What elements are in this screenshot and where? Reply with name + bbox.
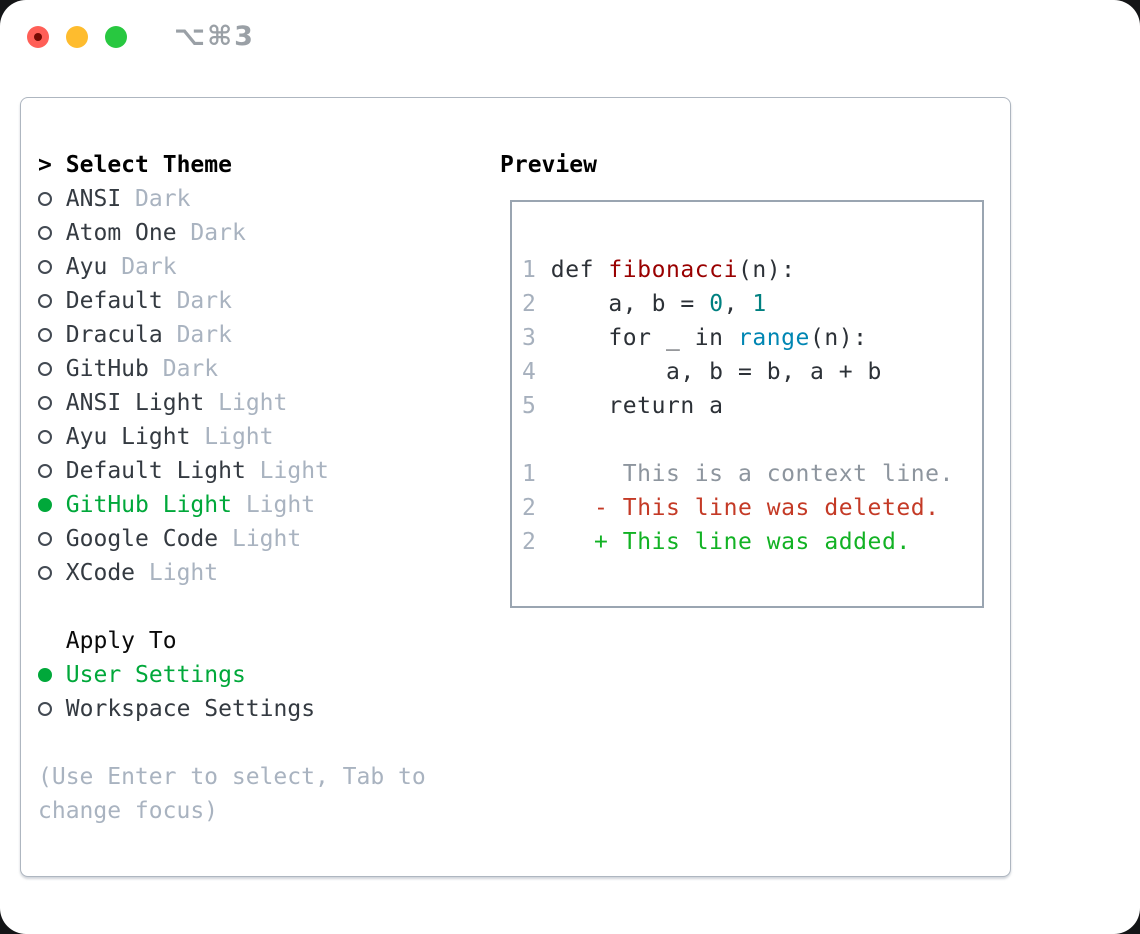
radio-icon (38, 328, 52, 342)
list-item[interactable]: Ayu Dark (38, 250, 426, 284)
code-line (522, 423, 982, 457)
item-label: Workspace Settings (65, 696, 316, 722)
code-line: 2 - This line was deleted. (522, 495, 940, 521)
preview-header: Preview (500, 152, 597, 178)
radio-icon (38, 702, 52, 716)
list-item[interactable]: ANSI Dark (38, 182, 426, 216)
keyboard-hint: (Use Enter to select, Tab to change focu… (38, 760, 426, 828)
radio-selected-icon (38, 668, 52, 682)
list-item[interactable]: XCode Light (38, 556, 426, 590)
radio-icon (38, 566, 52, 580)
hint-line: (Use Enter to select, Tab to (38, 764, 426, 790)
radio-icon (38, 226, 52, 240)
item-variant-label: Light (218, 390, 288, 416)
close-button-icon[interactable] (27, 26, 49, 48)
code-line: 2 a, b = 0, 1 (522, 291, 767, 317)
item-variant-label: Light (148, 560, 219, 586)
list-item[interactable]: Atom One Dark (38, 216, 426, 250)
code-line: 1 def fibonacci(n): (522, 257, 796, 283)
radio-icon (38, 192, 52, 206)
radio-icon (38, 532, 52, 546)
item-variant-label: Dark (135, 186, 191, 212)
item-variant-label: Dark (176, 322, 232, 348)
item-label: Default Light (65, 458, 246, 484)
code-line: 4 a, b = b, a + b (522, 359, 882, 385)
list-item[interactable]: Default Light Light (38, 454, 426, 488)
radio-icon (38, 464, 52, 478)
window-title: ⌥⌘3 (174, 21, 255, 52)
item-variant-label: Dark (176, 288, 232, 314)
radio-selected-icon (38, 498, 52, 512)
list-item[interactable]: Default Dark (38, 284, 426, 318)
apply-to-header: Apply To (65, 628, 177, 654)
item-label: Ayu (65, 254, 108, 280)
item-label: XCode (65, 560, 136, 586)
list-item[interactable]: Dracula Dark (38, 318, 426, 352)
list-item[interactable]: ANSI Light Light (38, 386, 426, 420)
item-variant-label: Light (245, 492, 316, 518)
item-label: Default (65, 288, 163, 314)
list-item[interactable]: GitHub Light Light (38, 488, 426, 522)
item-label: GitHub Light (65, 492, 232, 518)
zoom-button-icon[interactable] (105, 26, 127, 48)
prompt-icon: > (38, 152, 52, 178)
item-variant-label: Light (259, 458, 329, 484)
list-item[interactable]: Ayu Light Light (38, 420, 426, 454)
item-variant-label: Dark (190, 220, 246, 246)
code-line: 3 for _ in range(n): (522, 325, 868, 351)
code-line: 2 + This line was added. (522, 529, 911, 555)
list-item[interactable]: GitHub Dark (38, 352, 426, 386)
radio-icon (38, 260, 52, 274)
item-label: ANSI (65, 186, 122, 212)
item-label: GitHub (65, 356, 149, 382)
hint-line: change focus) (38, 798, 219, 824)
radio-icon (38, 294, 52, 308)
list-item[interactable]: Workspace Settings (38, 692, 426, 726)
radio-icon (38, 362, 52, 376)
select-theme-header: > Select Theme (38, 148, 426, 182)
item-label: ANSI Light (65, 390, 205, 416)
select-theme-label: Select Theme (65, 152, 232, 178)
preview-pane: 1 def fibonacci(n): 2 a, b = 0, 1 3 for _ … (510, 200, 984, 608)
item-label: Ayu Light (65, 424, 191, 450)
item-label: Dracula (65, 322, 163, 348)
item-label: User Settings (65, 662, 246, 688)
code-line: 1 This is a context line. (522, 461, 954, 487)
radio-icon (38, 396, 52, 410)
item-variant-label: Dark (121, 254, 177, 280)
list-item[interactable]: Google Code Light (38, 522, 426, 556)
item-variant-label: Light (231, 526, 302, 552)
item-label: Atom One (65, 220, 177, 246)
item-label: Google Code (65, 526, 219, 552)
item-variant-label: Dark (162, 356, 219, 382)
minimize-button-icon[interactable] (66, 26, 88, 48)
list-item[interactable]: User Settings (38, 658, 426, 692)
item-variant-label: Light (204, 424, 274, 450)
window-titlebar: ⌥⌘3 (27, 21, 255, 52)
radio-icon (38, 430, 52, 444)
code-line: 5 return a (522, 393, 724, 419)
